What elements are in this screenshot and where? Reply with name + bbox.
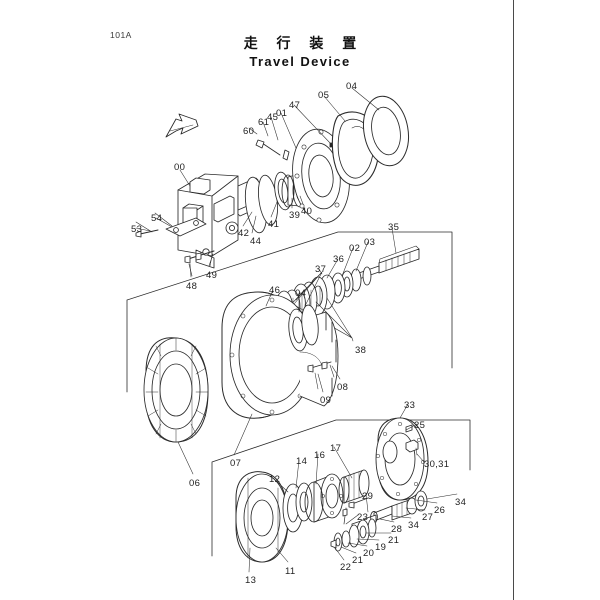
page-code: 101A <box>110 30 132 40</box>
callout-34: 34 <box>455 497 467 508</box>
callout-25: 25 <box>414 420 426 431</box>
part-19-23-small-parts <box>331 508 376 551</box>
part-17-spline-gear <box>339 470 369 503</box>
leader-lines <box>136 88 457 572</box>
part-08-09-bolts <box>308 362 334 389</box>
callout-60: 60 <box>243 126 255 137</box>
page-gutter-rule <box>513 0 514 600</box>
part-12-14-seals <box>283 483 312 532</box>
callout-29: 29 <box>362 491 374 502</box>
callout-61: 61 <box>258 117 270 128</box>
callout-48: 48 <box>186 281 198 292</box>
part-45-61-60-bolt <box>256 140 289 160</box>
part-25-carrier <box>376 418 428 500</box>
callout-45: 45 <box>267 112 279 123</box>
page-title: 走 行 装 置 Travel Device <box>0 36 600 69</box>
callout-17: 17 <box>330 443 342 454</box>
part-02-03-washers <box>331 267 371 303</box>
part-53-54-bracket <box>136 213 206 237</box>
callout-49: 49 <box>206 270 218 281</box>
callout-36: 36 <box>333 254 345 265</box>
part-06-sprocket <box>144 338 208 442</box>
part-04-ring-housing <box>287 304 320 352</box>
front-arrow-icon <box>166 114 198 137</box>
callout-23: 23 <box>357 512 369 523</box>
callout-03: 03 <box>364 237 376 248</box>
part-41-collar <box>272 171 293 211</box>
callout-35: 35 <box>388 222 400 233</box>
callout-34: 34 <box>408 520 420 531</box>
callout-38: 38 <box>355 345 367 356</box>
callout-46: 46 <box>269 285 281 296</box>
callout-21: 21 <box>388 535 400 546</box>
title-english: Travel Device <box>249 54 351 70</box>
callout-11: 11 <box>285 566 296 577</box>
callout-33: 33 <box>404 400 416 411</box>
callout-12: 12 <box>269 474 281 485</box>
callout-42: 42 <box>238 228 250 239</box>
callout-16: 16 <box>314 450 326 461</box>
callout-06: 06 <box>189 478 201 489</box>
callout-19: 19 <box>375 542 387 553</box>
callout-20: 20 <box>363 548 375 559</box>
callout-14: 14 <box>296 456 308 467</box>
callout-41: 41 <box>268 219 280 230</box>
callout-37: 37 <box>315 264 327 275</box>
callout-26: 26 <box>434 505 446 516</box>
callout-27: 27 <box>422 512 434 523</box>
title-japanese: 走 行 装 置 <box>243 36 364 52</box>
callout-09: 09 <box>320 395 332 406</box>
callout-07: 07 <box>230 458 242 469</box>
callout-54: 54 <box>151 213 163 224</box>
callout-02: 02 <box>349 243 361 254</box>
section-frame-lower <box>212 420 470 575</box>
callout-40: 40 <box>301 206 313 217</box>
callout-39: 39 <box>289 210 301 221</box>
callout-08: 08 <box>337 382 349 393</box>
callout-04: 04 <box>295 288 307 299</box>
part-16-hub <box>305 474 343 522</box>
callout-53: 53 <box>131 224 143 235</box>
callout-28: 28 <box>391 524 403 535</box>
callout-44: 44 <box>250 236 262 247</box>
callout-47: 47 <box>289 100 301 111</box>
callout-30-31: 30,31 <box>424 459 450 470</box>
callout-04: 04 <box>346 81 358 92</box>
part-04-ring-top <box>358 93 413 170</box>
part-11-13-drum <box>236 472 288 562</box>
callout-01: 01 <box>276 108 288 119</box>
callout-05: 05 <box>318 90 330 101</box>
callout-13: 13 <box>245 575 257 586</box>
callout-00: 00 <box>174 162 186 173</box>
callout-21: 21 <box>352 555 364 566</box>
part-00-travel-motor <box>178 174 258 268</box>
section-frame-middle <box>127 232 452 392</box>
callout-22: 22 <box>340 562 352 573</box>
